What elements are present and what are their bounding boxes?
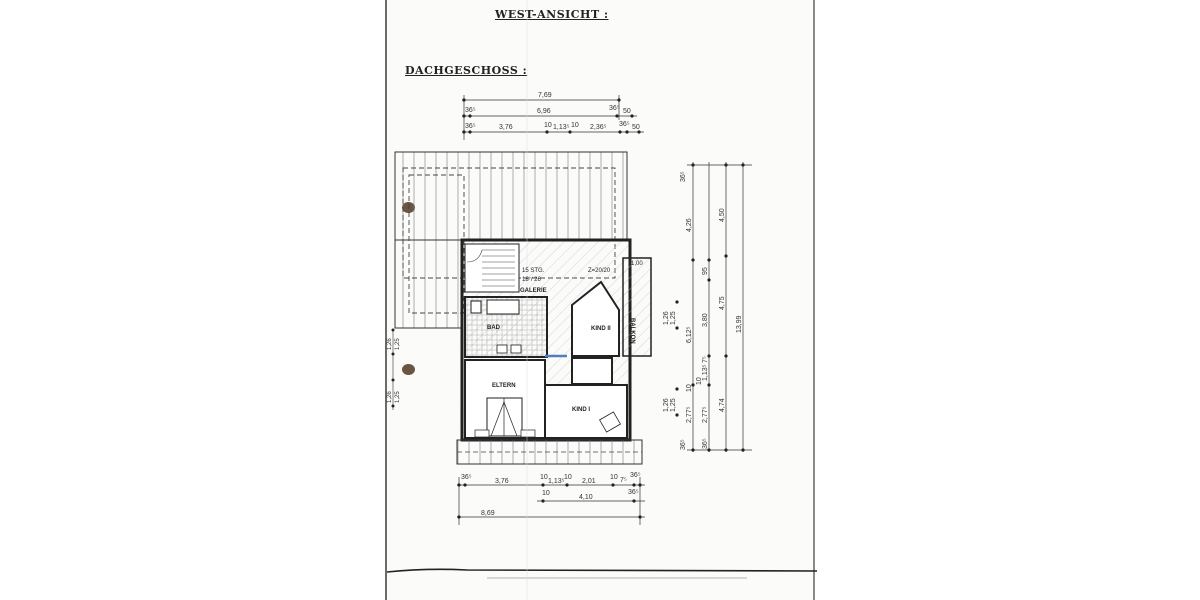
room-label-balkon: BALKON [629, 318, 635, 344]
dim-right-c2-6: 36⁵ [702, 438, 709, 449]
dim-right-c2-5: 2,77⁵ [702, 406, 709, 423]
room-label-kind-2: KIND II [591, 326, 611, 332]
dim-right-c2-4: 1,13⁵ [702, 364, 709, 381]
dim-top-r2-1: 6,96 [537, 108, 551, 115]
dim-right-c1-5: 36⁵ [680, 439, 687, 450]
dim-top-r3-1: 3,76 [499, 124, 513, 131]
dim-top-r3-5: 2,36⁵ [590, 124, 607, 131]
dim-bot-r1-6: 10 [610, 474, 618, 481]
dim-bot-r1-7: 7⁵ [620, 477, 627, 484]
dim-right-c3-2: 4,74 [719, 398, 726, 412]
dim-right-c3-1: 4,75 [719, 296, 726, 310]
dim-right-c3-0: 4,50 [719, 208, 726, 222]
dim-top-r2-3: 50 [623, 108, 631, 115]
dim-right-c1-0: 36⁵ [680, 171, 687, 182]
dim-bot-r1-0: 36⁵ [461, 474, 472, 481]
dim-bot-r1-3: 1,13⁵ [548, 478, 565, 485]
dim-bot-r1-1: 3,76 [495, 478, 509, 485]
room-label-eltern: ELTERN [492, 383, 516, 389]
west-elevation-title: WEST-ANSICHT : [495, 8, 609, 21]
dim-right-window-0: 1,26 [663, 311, 670, 325]
dim-bot-total: 8,69 [481, 510, 495, 517]
dim-top-r3-7: 50 [632, 124, 640, 131]
dim-top-r3-0: 36⁵ [465, 123, 476, 130]
dim-top-r3-6: 36⁵ [619, 121, 630, 128]
dim-bot-r1-4: 10 [564, 474, 572, 481]
dim-right-c1-3: 10 [686, 384, 693, 392]
stair-ratio-label: 18⁷/ 26 [522, 277, 541, 283]
balcony-depth-label: 1,00 [631, 261, 643, 267]
dim-bot-r1-2: 10 [540, 474, 548, 481]
dim-right-c1-2: 6,12⁵ [686, 326, 693, 343]
dim-top-r3-2: 10 [544, 122, 552, 129]
dim-top-r2-2: 36⁵ [609, 105, 620, 112]
dim-right-c2-2: 7⁵ [702, 356, 709, 363]
floor-plan-drawing [387, 0, 817, 600]
dim-bot-r1-8: 36⁵ [630, 472, 641, 479]
dim-left-3: 1,25 [395, 391, 401, 403]
dim-left-2: 1,26 [387, 391, 393, 403]
dim-top-r3-4: 10 [571, 122, 579, 129]
dim-right-c1-4: 2,77⁵ [686, 406, 693, 423]
dim-bot-r2-1: 4,10 [579, 494, 593, 501]
dim-bot-r2-0: 10 [542, 490, 550, 497]
room-label-kind-1: KIND I [572, 407, 590, 413]
scanned-floor-plan-sheet: WEST-ANSICHT : DACHGESCHOSS : [385, 0, 817, 600]
dim-right-c2-1: 3,80 [702, 313, 709, 327]
dim-top-r3-3: 1,13⁵ [553, 124, 570, 131]
dim-left-0: 1,26 [387, 338, 393, 350]
attic-floor-title: DACHGESCHOSS : [405, 64, 528, 77]
dim-right-c2-0: 95 [702, 267, 709, 275]
dim-bot-r1-5: 2,01 [582, 478, 596, 485]
dim-right-total: 13,99 [736, 315, 743, 333]
stair-steps-label: 15 STG. [522, 268, 545, 274]
dim-left-1: 1,25 [395, 338, 401, 350]
dim-right-c1-1: 4,26 [686, 218, 693, 232]
room-label-bad: BAD [487, 325, 500, 331]
dim-bot-r2-2: 36⁵ [628, 489, 639, 496]
dim-top-total: 7,69 [538, 92, 552, 99]
room-label-galerie: GALERIE [520, 288, 547, 294]
stair-count-annotation: Z=20/20 [588, 268, 611, 274]
dim-right-window-3: 1,25 [670, 398, 677, 412]
dim-right-window-1: 1,25 [670, 311, 677, 325]
punch-hole-bottom [402, 364, 415, 375]
dim-right-window-2: 1,26 [663, 398, 670, 412]
dim-top-r2-0: 36⁵ [465, 107, 476, 114]
